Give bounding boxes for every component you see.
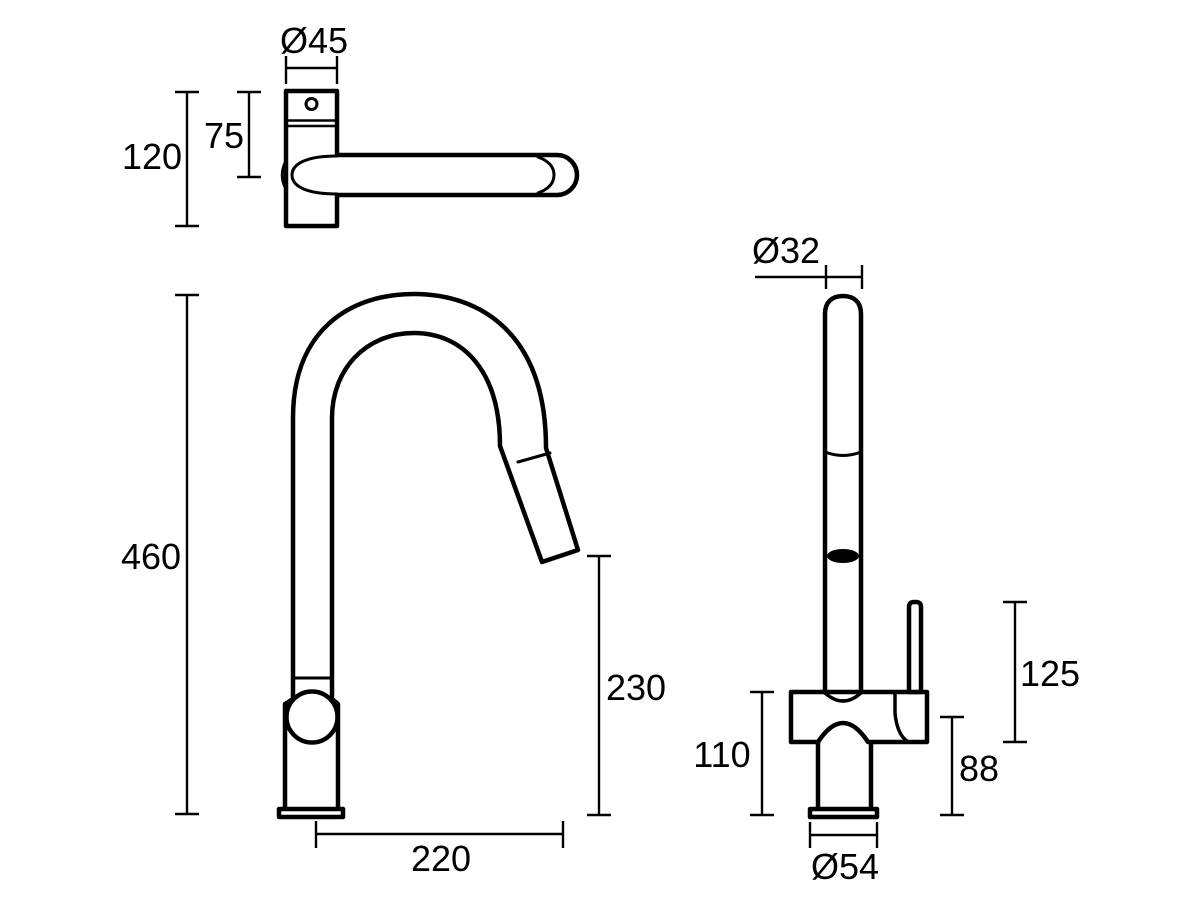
dim-line (755, 265, 864, 289)
handle-lever (906, 599, 924, 695)
dim-spout-reach: 220 (314, 821, 565, 879)
dim-label-base-flange-diameter: Ø54 (811, 846, 879, 887)
front-view: 460 230 220 (121, 291, 666, 879)
dim-line (284, 56, 339, 84)
dim-spout-tube-diameter: Ø32 (752, 230, 864, 289)
dim-spout-axis-offset: 75 (204, 90, 261, 179)
side-view: Ø32 125 110 88 Ø54 (693, 230, 1080, 887)
gooseneck-outline (282, 291, 581, 813)
dim-line (808, 822, 879, 848)
dim-line (175, 293, 199, 816)
dim-outlet-port-height: 88 (940, 715, 999, 817)
ball-joint (284, 689, 340, 745)
spout-left-cap-seam (290, 154, 339, 196)
dim-label-overall-height: 460 (121, 536, 181, 577)
side-base-cylinder (815, 742, 874, 809)
base-flange-side (807, 806, 880, 820)
dim-line (237, 90, 261, 179)
dim-line (175, 90, 199, 228)
body-dome-seam (823, 691, 863, 703)
spray-head-seam-top (536, 155, 556, 195)
dim-overall-height: 460 (121, 293, 199, 816)
dim-line (1003, 600, 1027, 744)
dim-label-handle-height: 125 (1020, 653, 1080, 694)
dim-line (940, 715, 964, 817)
dim-line (750, 690, 774, 817)
dim-base-length: 120 (122, 90, 199, 228)
top-view-body-outline (283, 88, 580, 229)
dim-label-outlet-port-height: 88 (959, 748, 999, 789)
dim-line (587, 554, 611, 817)
dim-handle-height: 125 (1003, 600, 1080, 744)
base-flange-front (276, 806, 346, 820)
handle-mount-seam (893, 691, 909, 743)
dim-label-outlet-clearance: 230 (606, 667, 666, 708)
side-tube-seam (823, 450, 863, 457)
dim-label-spout-axis-offset: 75 (204, 115, 244, 156)
side-spout-tube (822, 293, 864, 696)
dim-label-base-diameter: Ø45 (280, 20, 348, 61)
dim-label-base-length: 120 (122, 136, 182, 177)
dim-line (314, 821, 565, 848)
base-collar-line (284, 119, 339, 128)
dim-base-diameter: Ø45 (280, 20, 348, 84)
dim-outlet-clearance: 230 (587, 554, 666, 817)
mixer-body (788, 689, 930, 745)
dim-label-spout-tube-diameter: Ø32 (752, 230, 820, 271)
spray-head-seam-front (516, 451, 552, 464)
dim-label-body-height: 110 (693, 734, 750, 775)
mounting-hole (304, 97, 319, 111)
ball-joint-left-bulge (280, 159, 288, 191)
dim-body-height: 110 (693, 690, 774, 817)
dim-base-flange-diameter: Ø54 (808, 822, 879, 887)
top-view: Ø45 120 75 (122, 20, 580, 229)
outlet-slot (827, 549, 859, 563)
dim-label-spout-reach: 220 (411, 838, 471, 879)
